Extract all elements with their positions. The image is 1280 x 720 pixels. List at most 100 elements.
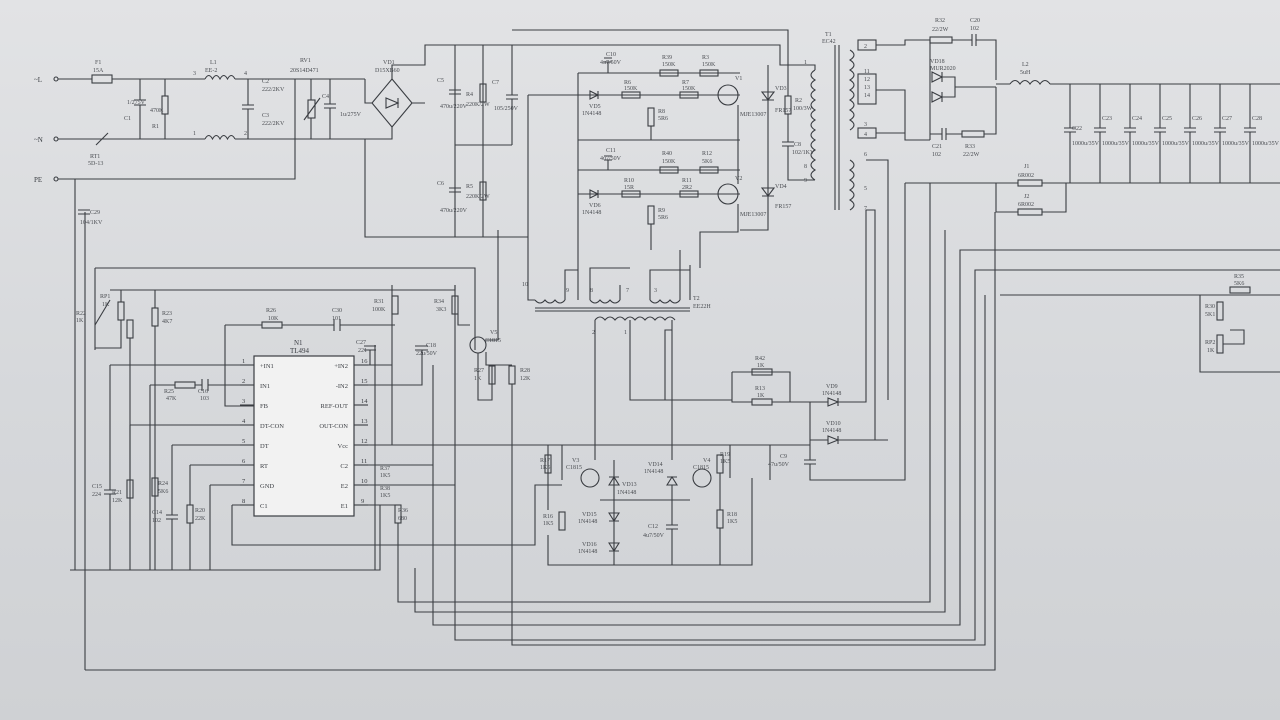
c2-val: 222/2KV <box>262 87 285 93</box>
r40-ref: R40 <box>662 151 672 157</box>
v1-val: MJE13007 <box>740 112 766 118</box>
r9-val: 5R6 <box>658 215 668 221</box>
vd3-val: FR157 <box>775 108 791 114</box>
res-r5 <box>479 181 487 201</box>
pe-terminal-label: PE <box>34 176 42 184</box>
ic-pin-number: 9 <box>361 498 364 505</box>
pot-rp1 <box>117 301 125 321</box>
t1-pin-11: 11 <box>864 69 870 75</box>
r33-ref: R33 <box>965 144 975 150</box>
ic-pin-number: 5 <box>242 438 245 445</box>
res-r18 <box>716 509 724 529</box>
t2-winding-3 <box>649 299 681 304</box>
v5-val: C1815 <box>485 338 501 344</box>
res-r3 <box>699 69 719 77</box>
vd4-val: FR157 <box>775 204 791 210</box>
t1-pin-9: 9 <box>804 178 807 184</box>
t2-val: EE22H <box>693 304 711 310</box>
ic-pin-name: C2 <box>340 463 348 470</box>
shunt-j1 <box>1017 179 1043 187</box>
r25-ref: R25 <box>164 389 174 395</box>
res-r24 <box>151 477 159 497</box>
ic-pin-number: 16 <box>361 358 368 365</box>
diode-vd14 <box>666 475 678 486</box>
r20-ref: R20 <box>195 508 205 514</box>
t2-winding-1 <box>534 299 566 304</box>
t1-secondary-winding-a <box>848 49 855 131</box>
r17-val: 1K5 <box>540 465 550 471</box>
r8-ref: R8 <box>658 109 665 115</box>
ic-pin-number: 2 <box>242 378 245 385</box>
n-terminal <box>53 136 59 142</box>
ic-pin-number: 10 <box>361 478 368 485</box>
r2-ref: R2 <box>795 98 802 104</box>
cap-c2-c3 <box>242 79 254 139</box>
r23-ref: R23 <box>162 311 172 317</box>
r37-ref: R37 <box>380 466 390 472</box>
ic-part: TL494 <box>290 347 310 355</box>
c27b-ref: C27 <box>356 340 366 346</box>
r12-val: 5K6 <box>702 159 712 165</box>
vd16-val: 1N4148 <box>578 549 597 555</box>
r10-ref: R10 <box>624 178 634 184</box>
c29-ref: C29 <box>90 210 100 216</box>
c15-ref: C15 <box>92 484 102 490</box>
c29-val: 104/1KV <box>80 220 103 226</box>
r36-val: 680 <box>398 516 407 522</box>
t1-pin-box-3-4 <box>857 127 877 139</box>
c21-ref: C21 <box>932 144 942 150</box>
rp2-val: 1K <box>1207 348 1215 354</box>
ic-pin-name: GND <box>260 483 274 490</box>
r13-ref: R13 <box>755 386 765 392</box>
c7-ref: C7 <box>492 80 499 86</box>
cap-c6 <box>449 187 461 193</box>
t1-pin-box-2 <box>857 39 877 51</box>
cap-c10 <box>604 57 612 73</box>
ic-pin-number: 13 <box>361 418 368 425</box>
c28-val: 1000u/35V <box>1252 141 1280 147</box>
cap-c7 <box>455 45 518 146</box>
ic-pin-number: 7 <box>242 478 246 485</box>
r8-val: 5R6 <box>658 116 668 122</box>
c20-ref: C20 <box>970 18 980 24</box>
r6-ref: R6 <box>624 80 631 86</box>
transistor-v3 <box>580 468 600 488</box>
r18-ref: R18 <box>727 512 737 518</box>
t2-pin-2: 2 <box>592 330 595 336</box>
v2-val: MJE13007 <box>740 212 766 218</box>
ic-pin-name: C1 <box>260 503 268 510</box>
c2-ref: C2 <box>262 79 269 85</box>
c4-ref: C4 <box>322 94 329 100</box>
rp1-ref: RP1 <box>100 294 110 300</box>
c16-ref: C16 <box>198 389 208 395</box>
c28-ref: C28 <box>1252 116 1262 122</box>
vd15-val: 1N4148 <box>578 519 597 525</box>
vd18-ref: VD18 <box>930 59 945 65</box>
output-capacitor-bank <box>1064 84 1256 183</box>
res-r34 <box>451 295 459 315</box>
c8-val: 102/1KV <box>792 150 815 156</box>
c16-val: 103 <box>200 396 209 402</box>
r3-ref: R3 <box>702 55 709 61</box>
diode-vd3 <box>760 65 776 140</box>
main-transformer-t1: T1 EC42 1 8 9 2 11 12 13 14 3 4 6 7 5 <box>804 32 930 440</box>
cap-c20 <box>952 34 997 80</box>
ic-pin-name: +IN1 <box>260 363 274 370</box>
c27b-val: 221 <box>358 348 367 354</box>
r24-val: 5K6 <box>158 489 168 495</box>
res-r39 <box>659 69 679 77</box>
l2-ref: L2 <box>1022 62 1029 68</box>
r13-val: 1K <box>757 393 765 399</box>
v4-val: C1815 <box>693 465 709 471</box>
ic-pin-name: -IN2 <box>336 383 348 390</box>
r42-ref: R42 <box>755 356 765 362</box>
c24-ref: C24 <box>1132 116 1142 122</box>
ic-pin-name: OUT-CON <box>319 423 348 430</box>
cap-c16 <box>201 379 209 391</box>
res-r25 <box>174 381 196 389</box>
c4-val: 1u/275V <box>340 112 362 118</box>
r26-val: 10K <box>268 316 279 322</box>
c1-ref: C1 <box>124 116 131 122</box>
r22-val: 1K <box>76 318 84 324</box>
r4-ref: R4 <box>466 92 473 98</box>
